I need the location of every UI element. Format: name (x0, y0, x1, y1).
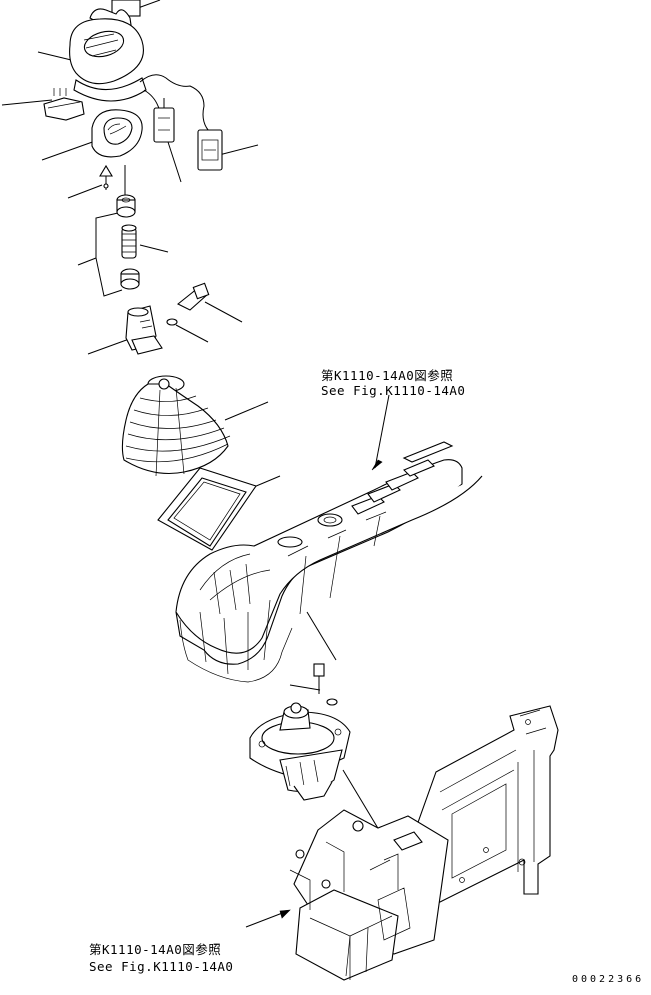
bellows-boot (121, 375, 231, 477)
bolt (176, 282, 210, 311)
harness-connector-a (153, 98, 175, 143)
mounting-bracket (289, 705, 559, 981)
screw (99, 164, 113, 190)
console-cover (175, 441, 483, 683)
valve-washer (326, 698, 338, 706)
grip-base-plate (91, 109, 143, 158)
leader-lines (1, 0, 390, 928)
valve-bolt (313, 663, 325, 694)
grip-knob (69, 0, 213, 135)
washer (166, 318, 178, 326)
drawing-code: 00022366 (572, 974, 645, 985)
upper-ref-arrowhead (371, 459, 383, 471)
lever-bracket (125, 305, 163, 355)
spring-rod (121, 224, 137, 259)
pilot-valve (249, 702, 351, 801)
nut-lower (120, 268, 140, 290)
lower-ref-arrowhead (279, 909, 291, 919)
gasket-frame (157, 467, 257, 551)
lower-reference-en: See Fig.K1110-14A0 (89, 959, 234, 974)
lower-reference-jp: 第K1110-14A0図参照 (89, 942, 222, 957)
upper-reference-jp: 第K1110-14A0図参照 (321, 368, 454, 383)
nut-upper (116, 194, 136, 218)
upper-reference-en: See Fig.K1110-14A0 (321, 383, 466, 398)
harness-connector-b (197, 129, 223, 171)
small-connector (43, 88, 85, 121)
